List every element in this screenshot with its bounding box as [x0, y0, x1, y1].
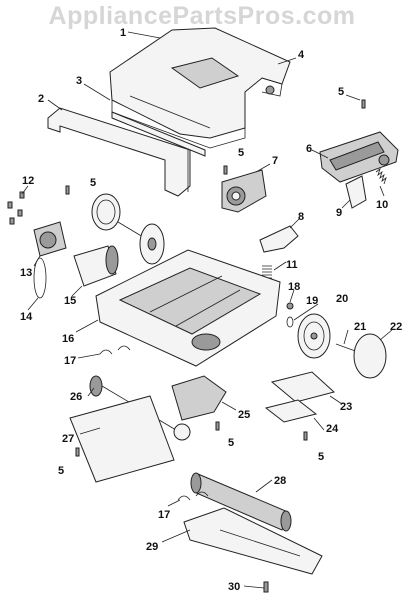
callout-6: 6: [306, 143, 312, 155]
callout-5: 5: [318, 451, 324, 463]
screws-12: [7, 191, 25, 225]
motor: [73, 245, 119, 287]
rear-wheel: [297, 313, 331, 359]
clips-17-lower: [177, 491, 209, 501]
callout-5: 5: [238, 147, 244, 159]
callout-21: 21: [354, 321, 366, 333]
screw-30: [263, 581, 269, 593]
callout-23: 23: [340, 401, 352, 413]
callout-8: 8: [298, 211, 304, 223]
callout-20: 20: [336, 293, 348, 305]
callout-10: 10: [376, 199, 388, 211]
watermark-text: AppliancePartsPros.com: [48, 2, 356, 30]
callout-3: 3: [76, 75, 82, 87]
callout-5: 5: [338, 86, 344, 98]
bumper: [47, 107, 191, 197]
callout-22: 22: [390, 321, 402, 333]
callout-11: 11: [286, 259, 298, 271]
bottom-plate-27: [69, 395, 175, 483]
brushroll: [190, 472, 292, 532]
callout-4: 4: [298, 49, 305, 61]
callout-15: 15: [64, 295, 76, 307]
callout-14: 14: [20, 311, 33, 323]
bracket-24: [264, 399, 318, 423]
handle-release-assembly: [319, 131, 399, 183]
clips-17-upper: [99, 345, 131, 355]
callout-9: 9: [336, 207, 342, 219]
callout-1: 1: [120, 27, 126, 39]
callout-17: 17: [64, 355, 76, 367]
callout-25: 25: [238, 409, 250, 421]
sole-plate-29: [183, 507, 323, 575]
callout-24: 24: [326, 423, 339, 435]
washer-18: [286, 302, 294, 310]
callout-2: 2: [38, 93, 44, 105]
hood-cover: [109, 27, 291, 149]
callout-27: 27: [62, 433, 74, 445]
drive-belt: [33, 257, 47, 299]
front-wheel: [91, 193, 165, 265]
seal-strip: [111, 111, 206, 157]
callout-28: 28: [274, 475, 286, 487]
cover-25: [171, 375, 227, 421]
callout-19: 19: [306, 295, 318, 307]
callout-5: 5: [58, 465, 64, 477]
callout-29: 29: [146, 541, 158, 553]
callout-26: 26: [70, 391, 82, 403]
callout-30: 30: [228, 581, 240, 593]
callout-5: 5: [228, 437, 234, 449]
screws-5: [65, 99, 366, 457]
callout-18: 18: [288, 281, 300, 293]
pedal: [345, 175, 367, 209]
wheel-bracket: [33, 221, 67, 257]
spring-10: [375, 167, 387, 185]
callout-13: 13: [20, 267, 32, 279]
callout-12: 12: [22, 175, 34, 187]
pedal-23: [270, 371, 336, 403]
gear-box: [221, 169, 267, 213]
callout-17: 17: [158, 509, 170, 521]
leader-lines: [21, 31, 393, 589]
callout-5: 5: [90, 177, 96, 189]
callout-7: 7: [272, 155, 278, 167]
hubcap: [353, 333, 387, 379]
clip-19: [286, 316, 294, 328]
spring-11: [262, 265, 272, 279]
latch: [259, 225, 299, 253]
roller-26: [89, 375, 191, 441]
base-housing: [95, 249, 281, 367]
callout-16: 16: [62, 333, 74, 345]
